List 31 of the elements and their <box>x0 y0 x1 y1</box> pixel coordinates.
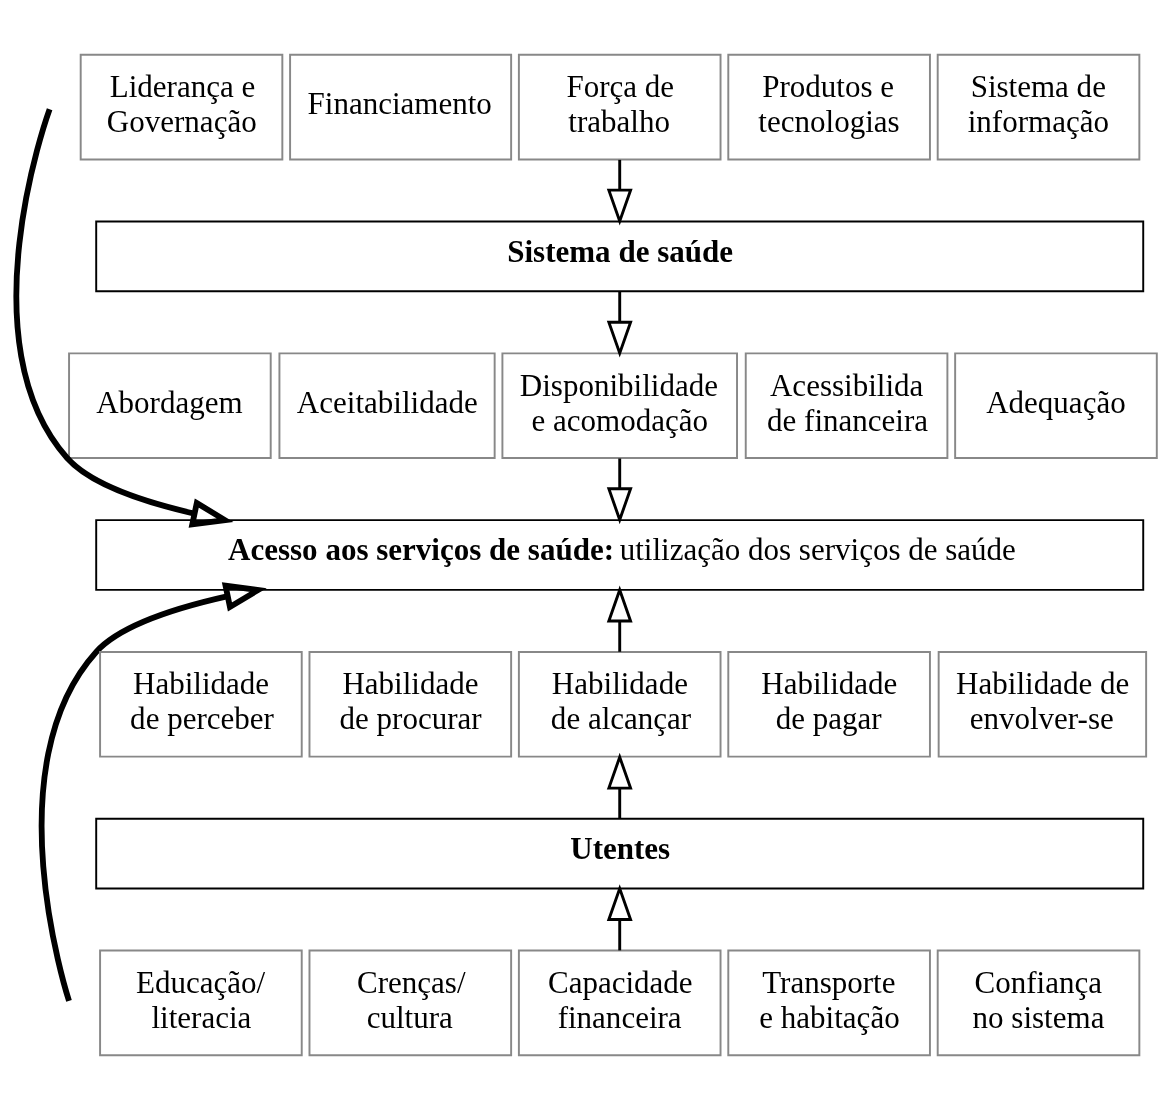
node-box: Abordagem <box>68 351 272 459</box>
node-box: Aceitabilidade <box>278 351 496 459</box>
node-box: Habilidade de procurar <box>308 650 513 758</box>
node-box: Capacidade financeira <box>517 949 722 1056</box>
arrow <box>606 585 633 652</box>
arrow <box>38 581 267 1002</box>
node-box: Confiança no sistema <box>936 949 1141 1056</box>
node-box: Utentes <box>95 817 1145 889</box>
node-box: Habilidade de perceber <box>99 650 303 758</box>
arrow <box>606 290 633 358</box>
node-box: Crenças/ cultura <box>308 949 513 1056</box>
node-box: Adequação <box>954 351 1158 459</box>
arrow <box>606 159 633 226</box>
node-box: Sistema de informação <box>936 53 1141 160</box>
node-box: Educação/ literacia <box>99 949 303 1056</box>
node-box: Habilidade de alcançar <box>517 650 722 758</box>
node-box: Força de trabalho <box>517 53 722 160</box>
node-box: Sistema de saúde <box>95 220 1145 292</box>
node-box: Financiamento <box>289 53 513 160</box>
arrow <box>606 458 633 524</box>
arrow <box>606 752 633 818</box>
arrow <box>13 107 234 528</box>
node-box: Acesso aos serviços de saúde: utilização dos serviços de saúde <box>95 518 1145 591</box>
node-box: Disponibilidade e acomodação <box>501 351 738 459</box>
node-box: Produtos e tecnologias <box>727 53 931 160</box>
node-box: Liderança e Governação <box>79 53 284 160</box>
arrow <box>606 883 633 950</box>
node-box: Habilidade de envolver-se <box>937 650 1148 758</box>
node-box: Acessibilida de financeira <box>744 351 949 459</box>
node-box: Habilidade de pagar <box>727 650 931 758</box>
node-box: Transporte e habitação <box>727 949 931 1056</box>
